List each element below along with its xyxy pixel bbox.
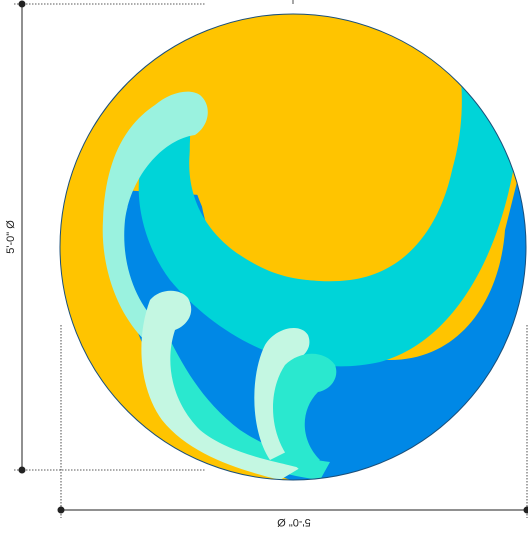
dimension-tick-right [524, 507, 528, 514]
horizontal-dimension-label: 5'-0" Ø [277, 516, 311, 528]
dimension-tick-left [58, 507, 65, 514]
medallion-art [40, 0, 528, 500]
vertical-dimension-label: 5'-0" Ø [5, 220, 17, 254]
dimension-tick-bottom [19, 467, 26, 474]
dimension-tick-top [19, 1, 26, 8]
